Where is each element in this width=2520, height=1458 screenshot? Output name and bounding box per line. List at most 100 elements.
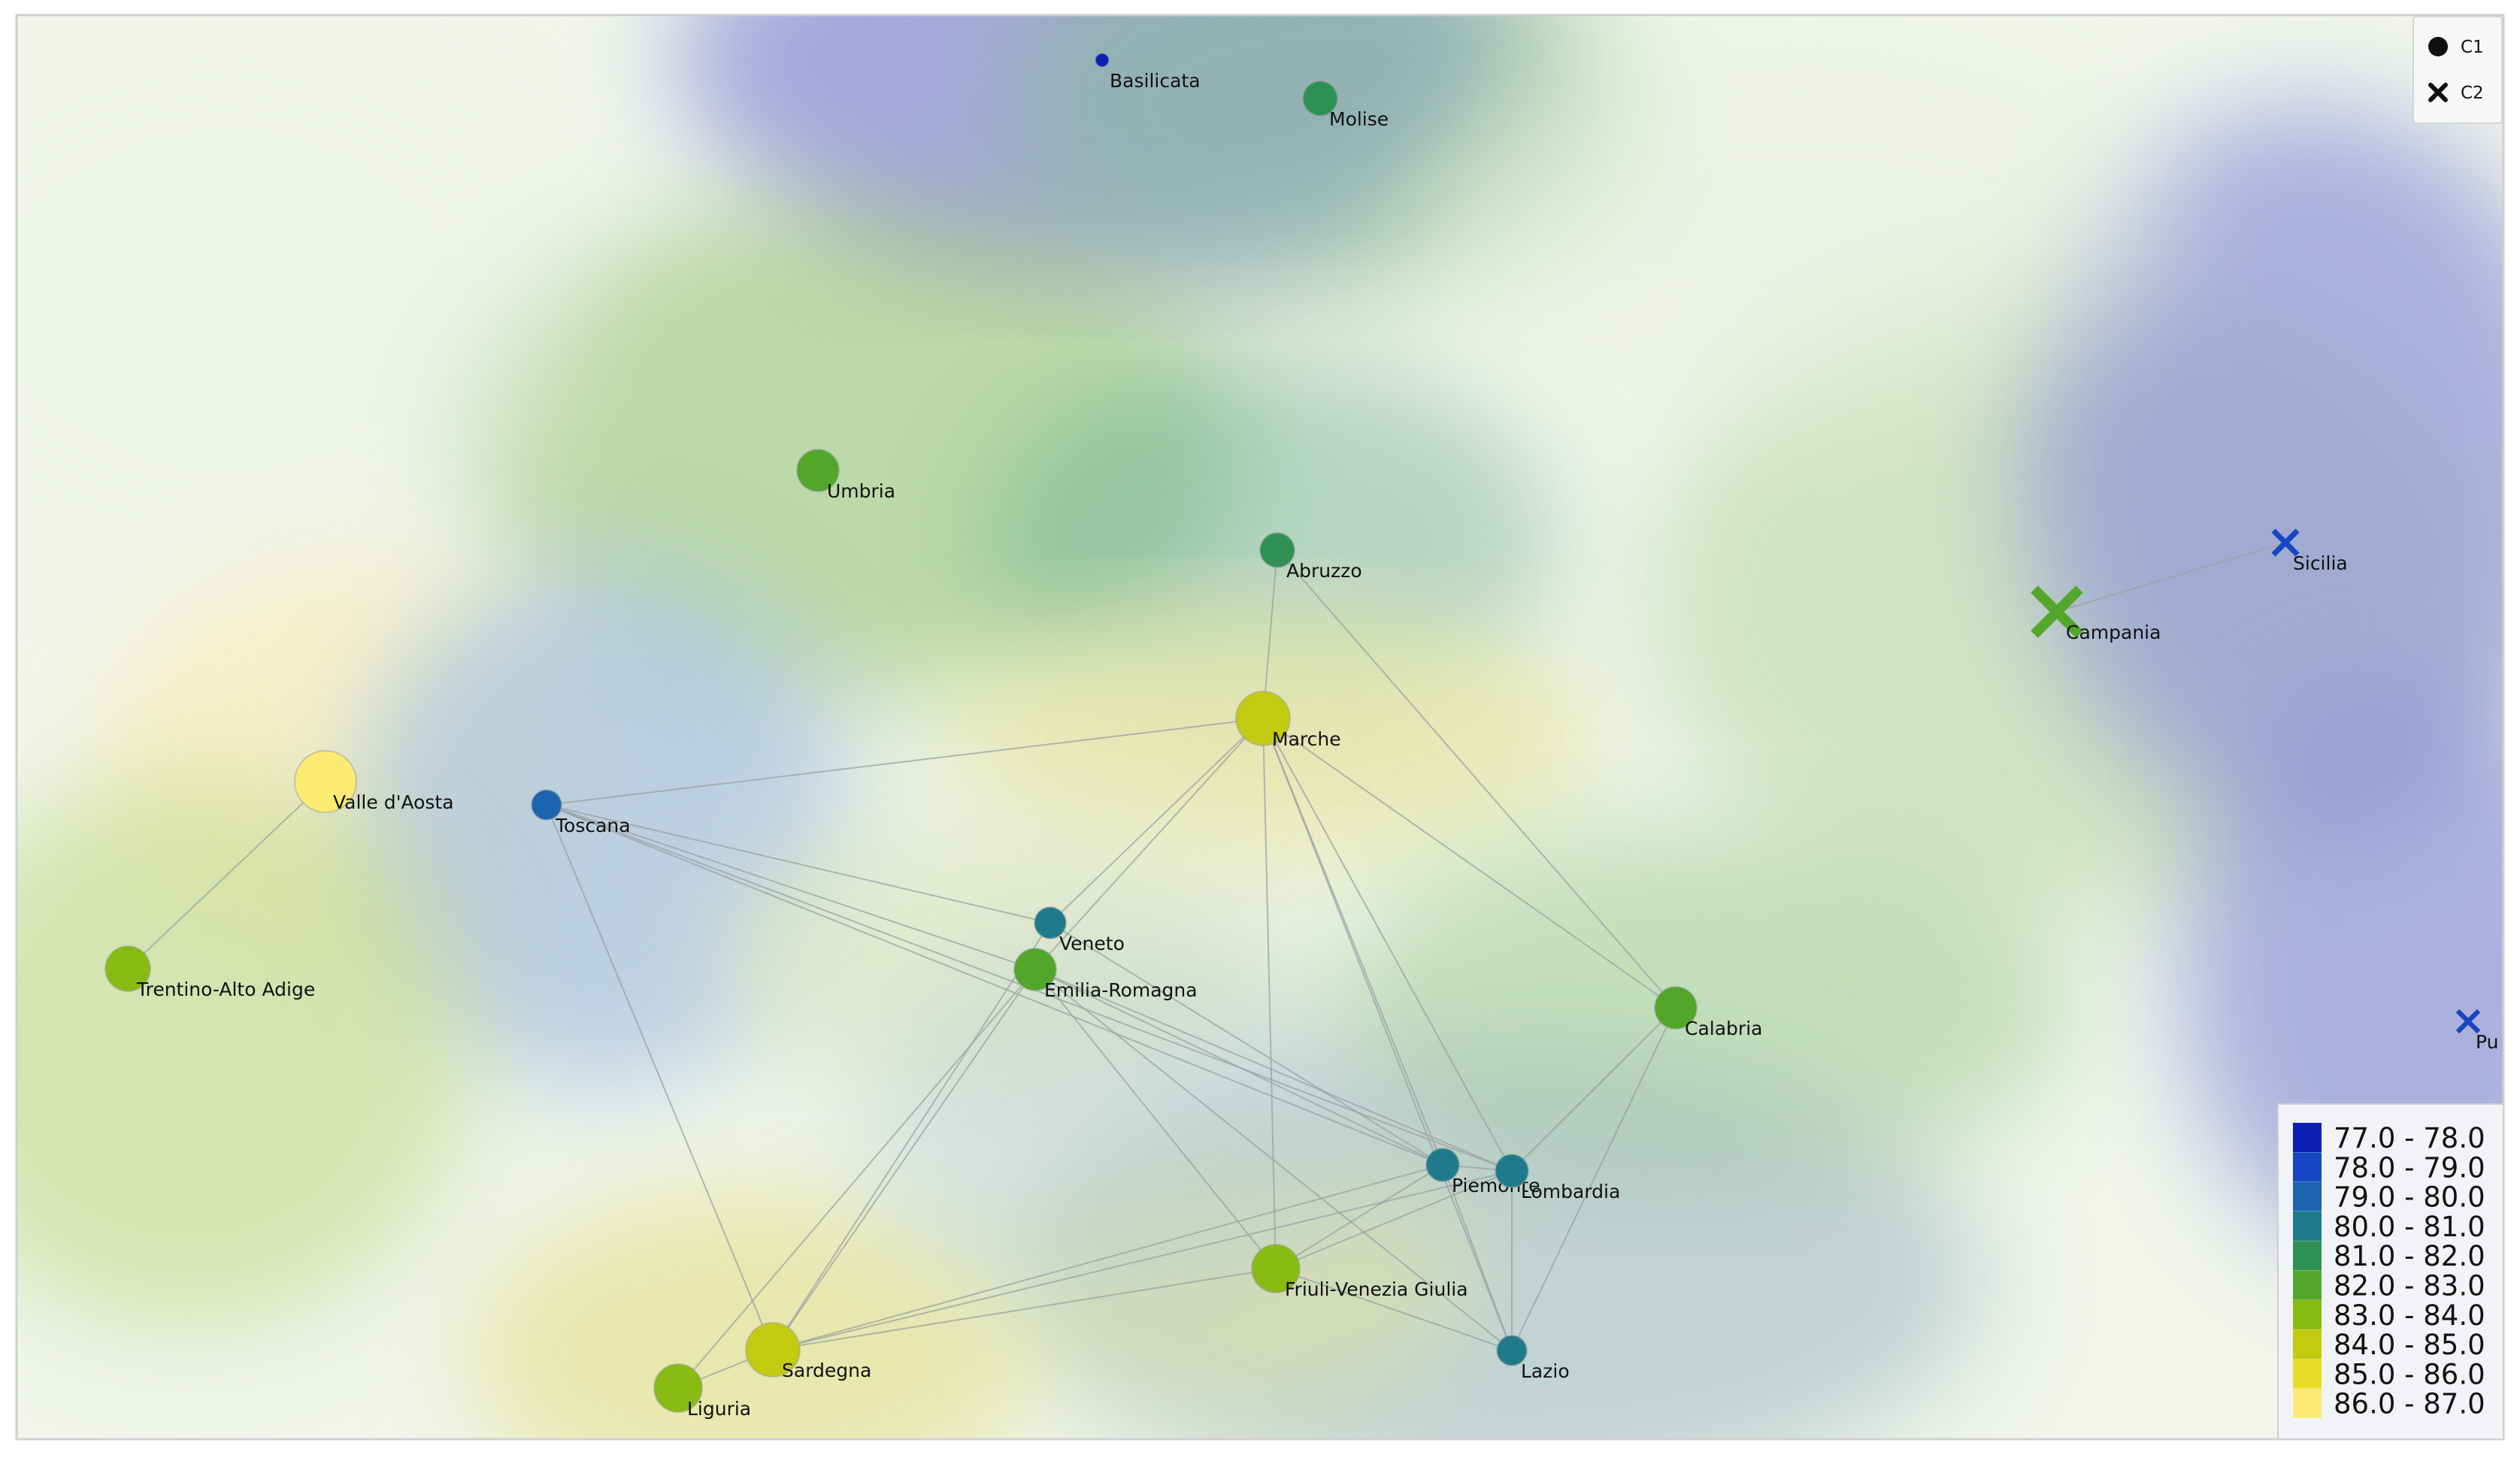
node-molise[interactable]: Molise [1302, 80, 1389, 130]
node-campania[interactable]: Campania [2031, 585, 2161, 643]
edge-friuli-lazio [1275, 1268, 1513, 1351]
legend-swatch [2293, 1152, 2322, 1182]
node-puglia[interactable]: Pu [2455, 1009, 2498, 1053]
node-toscana[interactable]: Toscana [531, 789, 631, 836]
edge-abruzzo-marche [1262, 549, 1278, 719]
circle-marker [745, 1322, 801, 1378]
node-basilicata[interactable]: Basilicata [1095, 53, 1201, 92]
edge-valle-trentino [127, 781, 326, 969]
legend-swatch [2293, 1388, 2322, 1418]
background-blob [466, 1187, 1037, 1439]
node-label: Liguria [687, 1398, 751, 1420]
shape-legend-label-c2: C2 [2461, 83, 2484, 103]
legend-label: 86.0 - 87.0 [2334, 1388, 2485, 1420]
node-label: Lombardia [1521, 1181, 1620, 1202]
node-label: Valle d'Aosta [333, 791, 454, 813]
legend-swatch [2293, 1123, 2322, 1152]
legend-swatch [2293, 1211, 2322, 1241]
node-emilia[interactable]: Emilia-Romagna [1013, 948, 1198, 1001]
cross-marker [2031, 585, 2083, 638]
edge-sicilia-campania [2056, 542, 2286, 613]
node-trentino[interactable]: Trentino-Alto Adige [104, 945, 315, 1000]
node-lazio[interactable]: Lazio [1496, 1335, 1570, 1382]
node-label: Veneto [1059, 933, 1125, 954]
edge-toscana-piemonte [546, 804, 1443, 1166]
node-sardegna[interactable]: Sardegna [745, 1322, 871, 1381]
node-label: Campania [2066, 622, 2161, 643]
circle-marker [1095, 53, 1110, 68]
edge-emilia-liguria [677, 969, 1036, 1389]
edge-abruzzo-calabria [1277, 549, 1676, 1009]
shape-legend: C1 C2 [2412, 16, 2503, 124]
edge-emilia-sardegna [772, 969, 1036, 1351]
node-liguria[interactable]: Liguria [653, 1363, 751, 1420]
edge-veneto-piemonte [1049, 922, 1443, 1166]
node-label: Lazio [1521, 1360, 1570, 1382]
edge-emilia-lombardia [1034, 969, 1513, 1172]
node-calabria[interactable]: Calabria [1654, 986, 1762, 1039]
background-blob [1428, 30, 2180, 421]
circle-marker [531, 789, 562, 821]
circle-marker [1251, 1244, 1301, 1293]
node-abruzzo[interactable]: Abruzzo [1259, 532, 1362, 582]
circle-marker [796, 449, 840, 492]
legend-swatch [2293, 1181, 2322, 1211]
edge-marche-veneto [1049, 718, 1264, 924]
node-umbria[interactable]: Umbria [796, 449, 895, 502]
legend-label: 78.0 - 79.0 [2334, 1151, 2485, 1184]
circle-marker [1235, 691, 1291, 746]
edge-friuli-sardegna [772, 1268, 1277, 1351]
node-label: Trentino-Alto Adige [136, 979, 315, 1000]
edge-toscana-sardegna [546, 804, 774, 1351]
node-label: Sardegna [782, 1360, 871, 1381]
edge-marche-friuli [1262, 718, 1277, 1269]
circle-marker [294, 750, 357, 813]
legend-label: 81.0 - 82.0 [2334, 1240, 2485, 1272]
node-label: Molise [1329, 108, 1389, 130]
node-label: Basilicata [1110, 70, 1201, 92]
legend-label: 79.0 - 80.0 [2334, 1181, 2485, 1214]
circle-marker [1302, 80, 1338, 116]
edge-marche-emilia [1034, 718, 1264, 970]
circle-marker [104, 945, 151, 992]
edge-calabria-lombardia [1511, 1007, 1676, 1172]
edge-emilia-friuli [1034, 969, 1277, 1269]
legend-swatch [2293, 1299, 2322, 1329]
edge-lombardia-friuli [1275, 1170, 1513, 1269]
circle-legend-icon [2428, 37, 2448, 56]
circle-marker [1034, 906, 1067, 939]
node-marche[interactable]: Marche [1235, 691, 1341, 750]
background-blob [17, 774, 474, 1330]
legend-swatch [2293, 1270, 2322, 1300]
cross-legend-icon [2428, 83, 2448, 102]
node-valle[interactable]: Valle d'Aosta [294, 750, 454, 813]
edge-marche-calabria [1262, 718, 1676, 1009]
node-veneto[interactable]: Veneto [1034, 906, 1125, 954]
node-label: Emilia-Romagna [1044, 979, 1198, 1001]
edge-calabria-lazio [1511, 1007, 1676, 1351]
edge-veneto-sardegna [772, 922, 1051, 1351]
circle-marker [653, 1363, 703, 1413]
circle-marker [1013, 948, 1057, 991]
edge-marche-lazio [1262, 718, 1513, 1351]
node-lombardia[interactable]: Lombardia [1495, 1154, 1620, 1202]
background-blob [17, 15, 601, 601]
cross-marker [2455, 1009, 2481, 1034]
background-blob [857, 947, 1398, 1308]
node-sicilia[interactable]: Sicilia [2271, 528, 2348, 574]
edge-toscana-emilia [546, 804, 1036, 970]
node-friuli[interactable]: Friuli-Venezia Giulia [1251, 1244, 1468, 1300]
circle-marker [1425, 1148, 1460, 1182]
edge-piemonte-sardegna [772, 1164, 1443, 1351]
shape-legend-label-c1: C1 [2461, 38, 2484, 57]
circle-marker [1259, 532, 1295, 568]
legend-label: 82.0 - 83.0 [2334, 1270, 2485, 1302]
legend-label: 80.0 - 81.0 [2334, 1211, 2485, 1243]
node-label: Sicilia [2293, 552, 2348, 574]
edge-marche-toscana [546, 718, 1264, 806]
edge-piemonte-lazio [1442, 1164, 1513, 1351]
circle-marker [1496, 1335, 1528, 1366]
